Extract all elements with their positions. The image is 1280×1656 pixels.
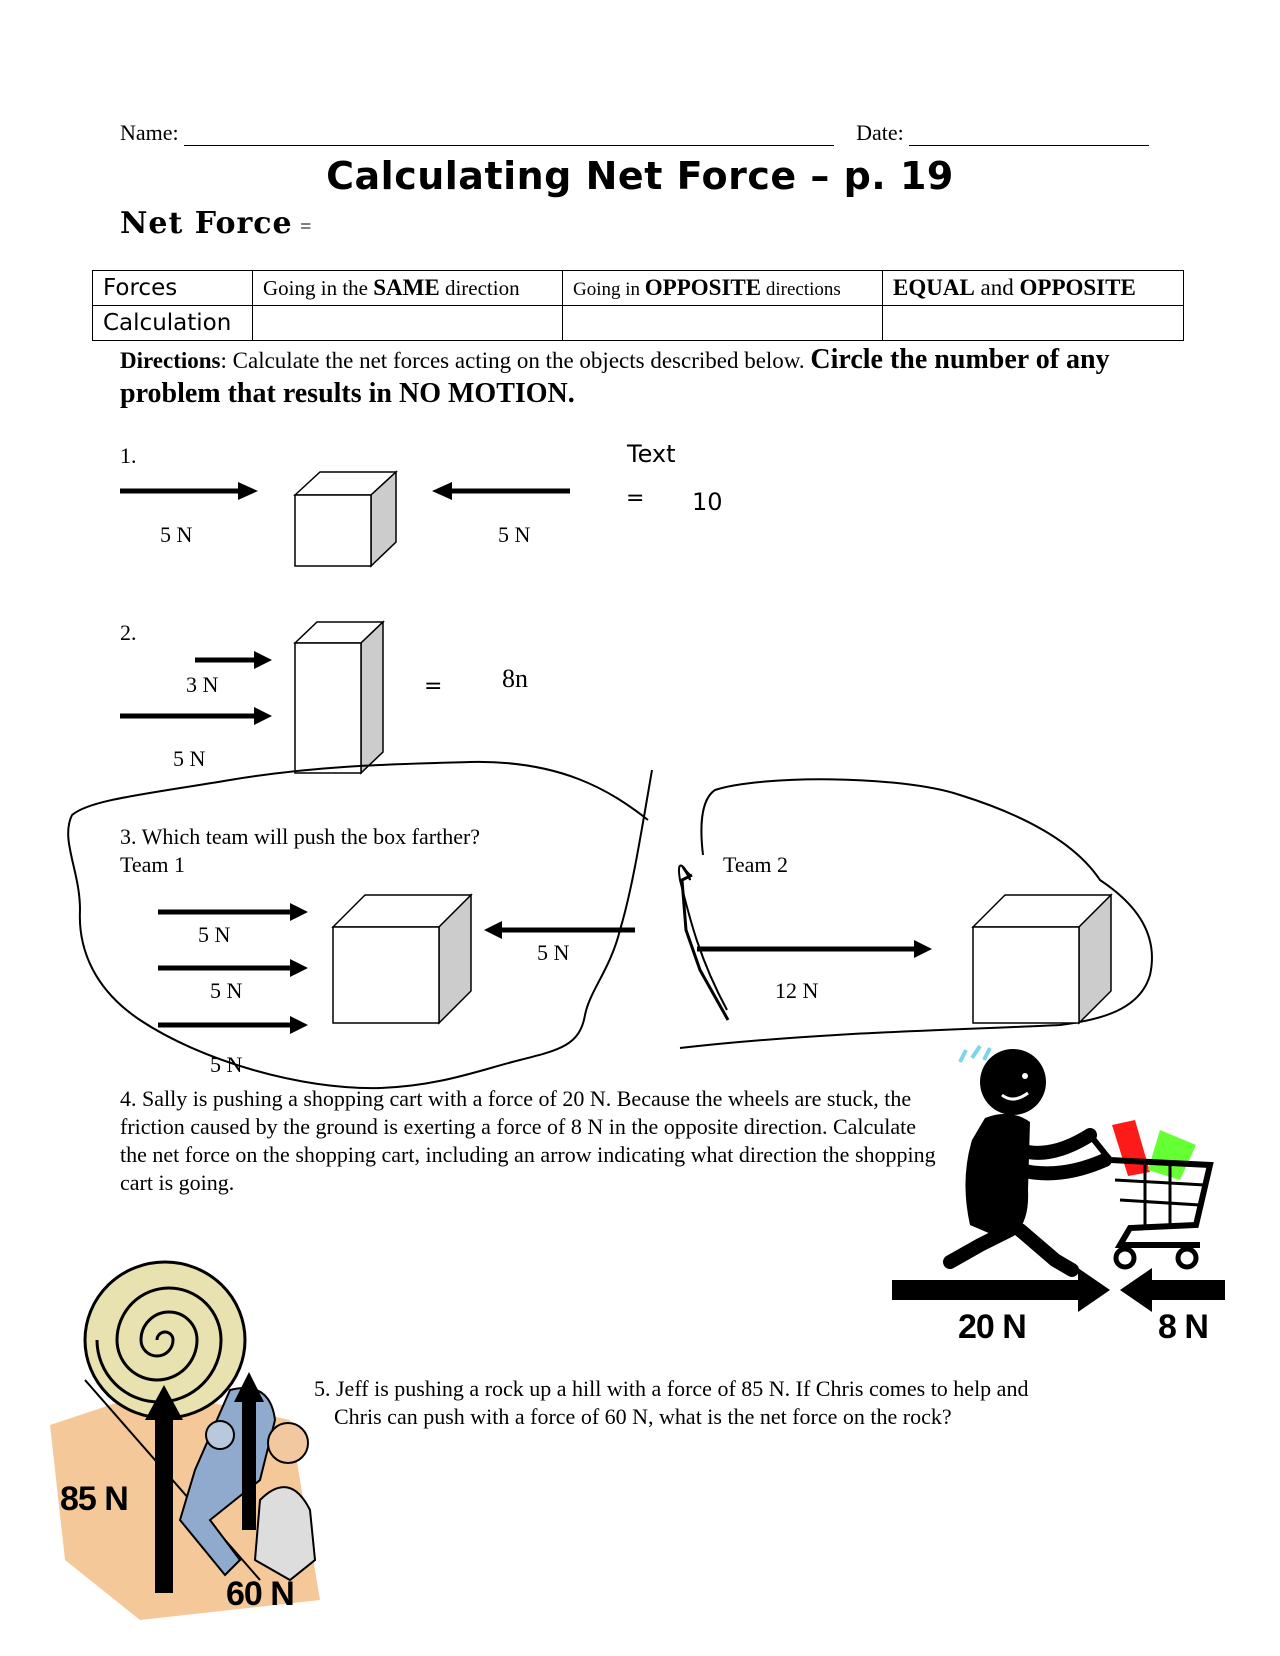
p3-team1-label: Team 1 — [120, 852, 186, 877]
table-row: Calculation — [92, 305, 1184, 341]
p3-circle-team2 — [678, 778, 1153, 1049]
directions-text: : Calculate the net forces acting on the… — [220, 348, 811, 373]
p3-question: 3. Which team will push the box farther? — [120, 824, 481, 849]
directions-label: Directions — [120, 348, 221, 373]
p1-right-arrow — [432, 482, 570, 500]
date-blank[interactable] — [909, 125, 1150, 146]
name-blank[interactable] — [184, 125, 835, 146]
p2-top-force-label: 3 N — [186, 672, 219, 697]
p3-team1-arrow-3 — [158, 1016, 308, 1034]
p2-bottom-arrow — [120, 707, 272, 725]
p1-cube — [293, 470, 398, 568]
p4-friction-label: 8 N — [1158, 1308, 1209, 1346]
table-cell-calculation: Calculation — [92, 305, 253, 341]
net-force-equals: = — [300, 216, 312, 238]
table-cell-same: Going in the SAME direction — [252, 270, 563, 306]
p3-team1-force-1: 5 N — [198, 922, 231, 947]
table-cell-opposite-calc[interactable] — [562, 305, 883, 341]
p4-push-arrow — [892, 1268, 1110, 1312]
p3-team1-force-2: 5 N — [210, 978, 243, 1003]
p5-jeff-label: 85 N — [60, 1480, 129, 1518]
problem-1-number: 1. — [120, 443, 137, 468]
table-cell-equal-calc[interactable] — [882, 305, 1184, 341]
table-cell-opposite: Going in OPPOSITE directions — [562, 270, 883, 306]
p3-team2-cube — [971, 893, 1113, 1025]
p3-team1-cube — [331, 893, 473, 1025]
p3-team1-opposing-force: 5 N — [537, 940, 570, 965]
p1-answer[interactable]: 10 — [692, 488, 723, 516]
rock-hill-illustration — [50, 1260, 320, 1620]
name-date-line: Name: Date: — [120, 120, 1150, 146]
p5-line-2: Chris can push with a force of 60 N, wha… — [334, 1404, 952, 1429]
p3-team1-opposing-arrow — [484, 921, 635, 939]
p1-answer-label: Text — [627, 440, 676, 468]
net-force-term: Net Force — [120, 206, 293, 241]
p1-left-force-label: 5 N — [160, 522, 193, 547]
directions: Directions: Calculate the net forces act… — [120, 343, 1160, 411]
p3-circle-team1 — [67, 760, 653, 1090]
p1-right-force-label: 5 N — [498, 522, 531, 547]
p3-team1-arrow-1 — [158, 903, 308, 921]
name-label: Name: — [120, 120, 179, 145]
p2-top-arrow — [195, 651, 272, 669]
page-title: Calculating Net Force – p. 19 — [326, 154, 954, 198]
p2-answer[interactable]: 8n — [502, 664, 528, 693]
p3-team2-force: 12 N — [775, 978, 819, 1003]
table-cell-equal-opposite: EQUAL and OPPOSITE — [882, 270, 1184, 306]
p3-team1-force-3: 5 N — [210, 1052, 243, 1077]
p3-team2-label: Team 2 — [723, 852, 789, 877]
p5-line-1: 5. Jeff is pushing a rock up a hill with… — [314, 1376, 1029, 1401]
p4-push-label: 20 N — [958, 1308, 1027, 1346]
p5-chris-label: 60 N — [226, 1575, 295, 1613]
p2-tall-box — [293, 620, 385, 775]
directions-emphasis: Circle the number of any problem that re… — [120, 344, 1110, 409]
p3-team1-arrow-2 — [158, 959, 308, 977]
p4-text: 4. Sally is pushing a shopping cart with… — [120, 1086, 936, 1195]
p4-friction-arrow — [1120, 1268, 1225, 1312]
p1-left-arrow — [120, 482, 258, 500]
date-label: Date: — [856, 120, 904, 145]
p3-team2-arrow — [697, 940, 932, 958]
net-force-definition: Net Force = — [120, 206, 311, 241]
shopping-cart-illustration — [943, 1044, 1214, 1277]
forces-table: Forces Going in the SAME direction Going… — [92, 270, 1184, 341]
p2-bottom-force-label: 5 N — [173, 746, 206, 771]
table-cell-same-calc[interactable] — [252, 305, 563, 341]
p2-equals: = — [424, 674, 443, 699]
p1-equals: = — [626, 486, 645, 511]
problem-2-number: 2. — [120, 620, 137, 645]
